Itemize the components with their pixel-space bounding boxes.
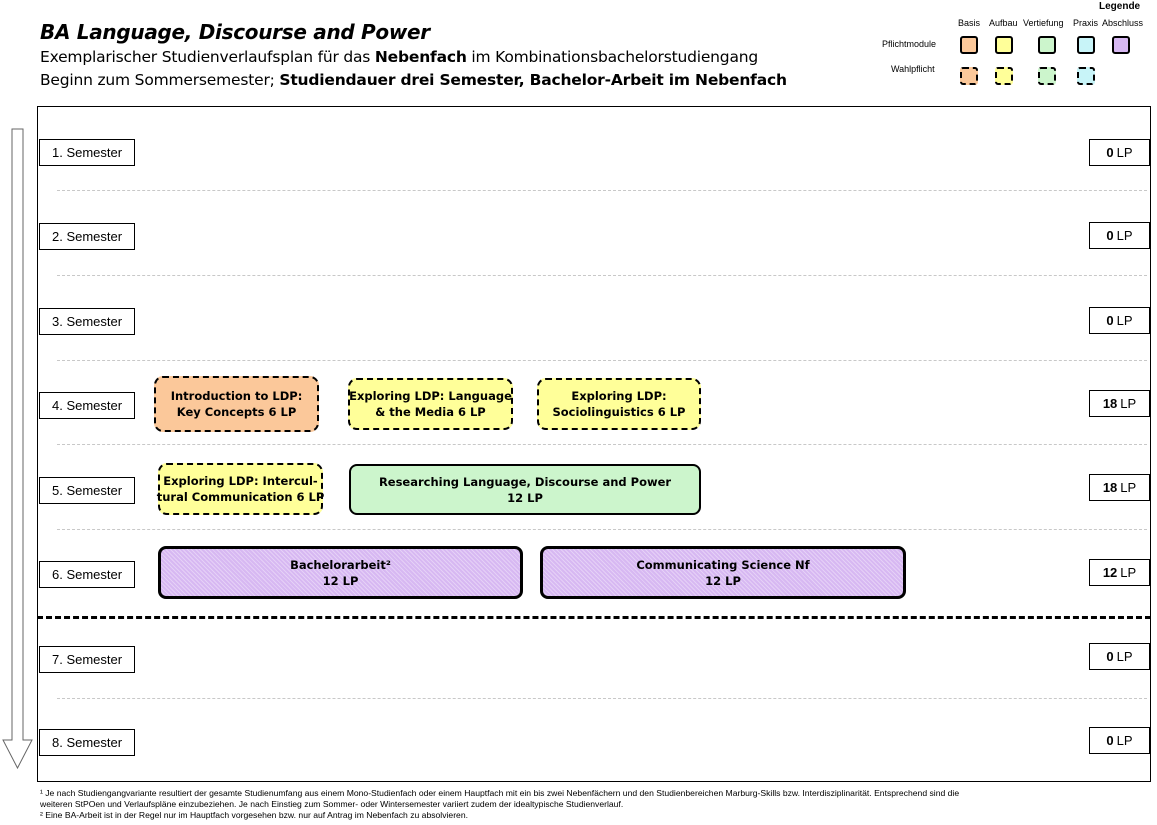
timeline-arrow-icon — [2, 128, 33, 770]
module-credits: Key Concepts 6 LP — [176, 405, 297, 419]
legend-col-abschluss: Abschluss — [1102, 18, 1144, 28]
legend-col-vertiefung: Vertiefung — [1023, 18, 1064, 28]
module-title: Introduction to LDP: — [170, 389, 303, 403]
module-title: Exploring LDP: — [571, 389, 667, 403]
semester-label-5: 5. Semester — [39, 477, 135, 504]
module-researching-ldp: Researching Language, Discourse and Powe… — [349, 464, 701, 515]
module-communicating-science: Communicating Science Nf 12 LP — [540, 546, 906, 599]
module-credits: Sociolinguistics 6 LP — [552, 405, 686, 419]
semester-label-7: 7. Semester — [39, 646, 135, 673]
semester-label-2: 2. Semester — [39, 223, 135, 250]
semester-separator — [57, 360, 1147, 361]
semester-label-6: 6. Semester — [39, 561, 135, 588]
semester-separator — [57, 444, 1147, 445]
footnote-1-line-1: ¹ Je nach Studiengangvariante resultiert… — [40, 788, 960, 798]
semester-label-4: 4. Semester — [39, 392, 135, 419]
subtitle-line-2: Beginn zum Sommersemester; Studiendauer … — [40, 71, 787, 89]
legend-swatch-vertiefung-required — [1038, 36, 1056, 54]
semester-label-8: 8. Semester — [39, 729, 135, 756]
module-credits: 12 LP — [322, 573, 359, 588]
module-credits: tural Communication 6 LP — [156, 490, 325, 504]
module-credits: 12 LP — [705, 573, 741, 588]
footnote-1-line-2: weiteren StPOen und Verlaufspläne einzub… — [40, 799, 624, 809]
legend-swatch-abschluss-required — [1112, 36, 1130, 54]
module-credits: & the Media 6 LP — [375, 405, 486, 419]
legend-row-elective: Wahlpflicht — [891, 64, 935, 74]
legend-row-required: Pflichtmodule — [882, 39, 937, 49]
legend-swatch-praxis-required — [1077, 36, 1095, 54]
legend-swatch-aufbau-elective — [995, 67, 1013, 85]
module-title: Exploring LDP: Intercul- — [163, 474, 318, 488]
subtitle-line-1: Exemplarischer Studienverlaufsplan für d… — [40, 48, 759, 66]
module-introduction-key-concepts: Introduction to LDP: Key Concepts 6 LP — [154, 376, 319, 432]
legend-swatch-aufbau-required — [995, 36, 1013, 54]
legend-swatch-basis-required — [960, 36, 978, 54]
module-title: Researching Language, Discourse and Powe… — [378, 474, 672, 489]
semester-separator — [57, 190, 1147, 191]
module-exploring-intercultural-communication: Exploring LDP: Intercul- tural Communica… — [156, 463, 325, 515]
footnote-2: ² Eine BA-Arbeit ist in der Regel nur im… — [40, 810, 469, 820]
module-title: Communicating Science Nf — [636, 557, 810, 572]
legend-swatch-praxis-elective — [1077, 67, 1095, 85]
module-exploring-language-media: Exploring LDP: Language & the Media 6 LP — [348, 378, 513, 430]
legend-col-basis: Basis — [958, 18, 981, 28]
semester-label-3: 3. Semester — [39, 308, 135, 335]
semester-separator — [57, 275, 1147, 276]
module-credits: 12 LP — [507, 490, 543, 505]
module-exploring-sociolinguistics: Exploring LDP: Sociolinguistics 6 LP — [537, 378, 701, 430]
legend-swatch-vertiefung-elective — [1038, 67, 1056, 85]
legend-swatch-basis-elective — [960, 67, 978, 85]
page-title: BA Language, Discourse and Power — [40, 20, 430, 44]
standard-duration-separator — [37, 616, 1151, 619]
footnotes: ¹ Je nach Studiengangvariante resultiert… — [40, 788, 1150, 821]
legend-col-aufbau: Aufbau — [989, 18, 1018, 28]
legend-title: Legende — [1099, 1, 1141, 12]
semester-separator — [57, 698, 1147, 699]
module-title: Exploring LDP: Language — [349, 389, 512, 403]
legend-col-praxis: Praxis — [1073, 18, 1099, 28]
semester-separator — [57, 529, 1147, 530]
module-bachelorarbeit: Bachelorarbeit² 12 LP — [158, 546, 523, 599]
module-title: Bachelorarbeit² — [290, 557, 391, 572]
semester-label-1: 1. Semester — [39, 139, 135, 166]
plan-frame — [37, 106, 1151, 782]
